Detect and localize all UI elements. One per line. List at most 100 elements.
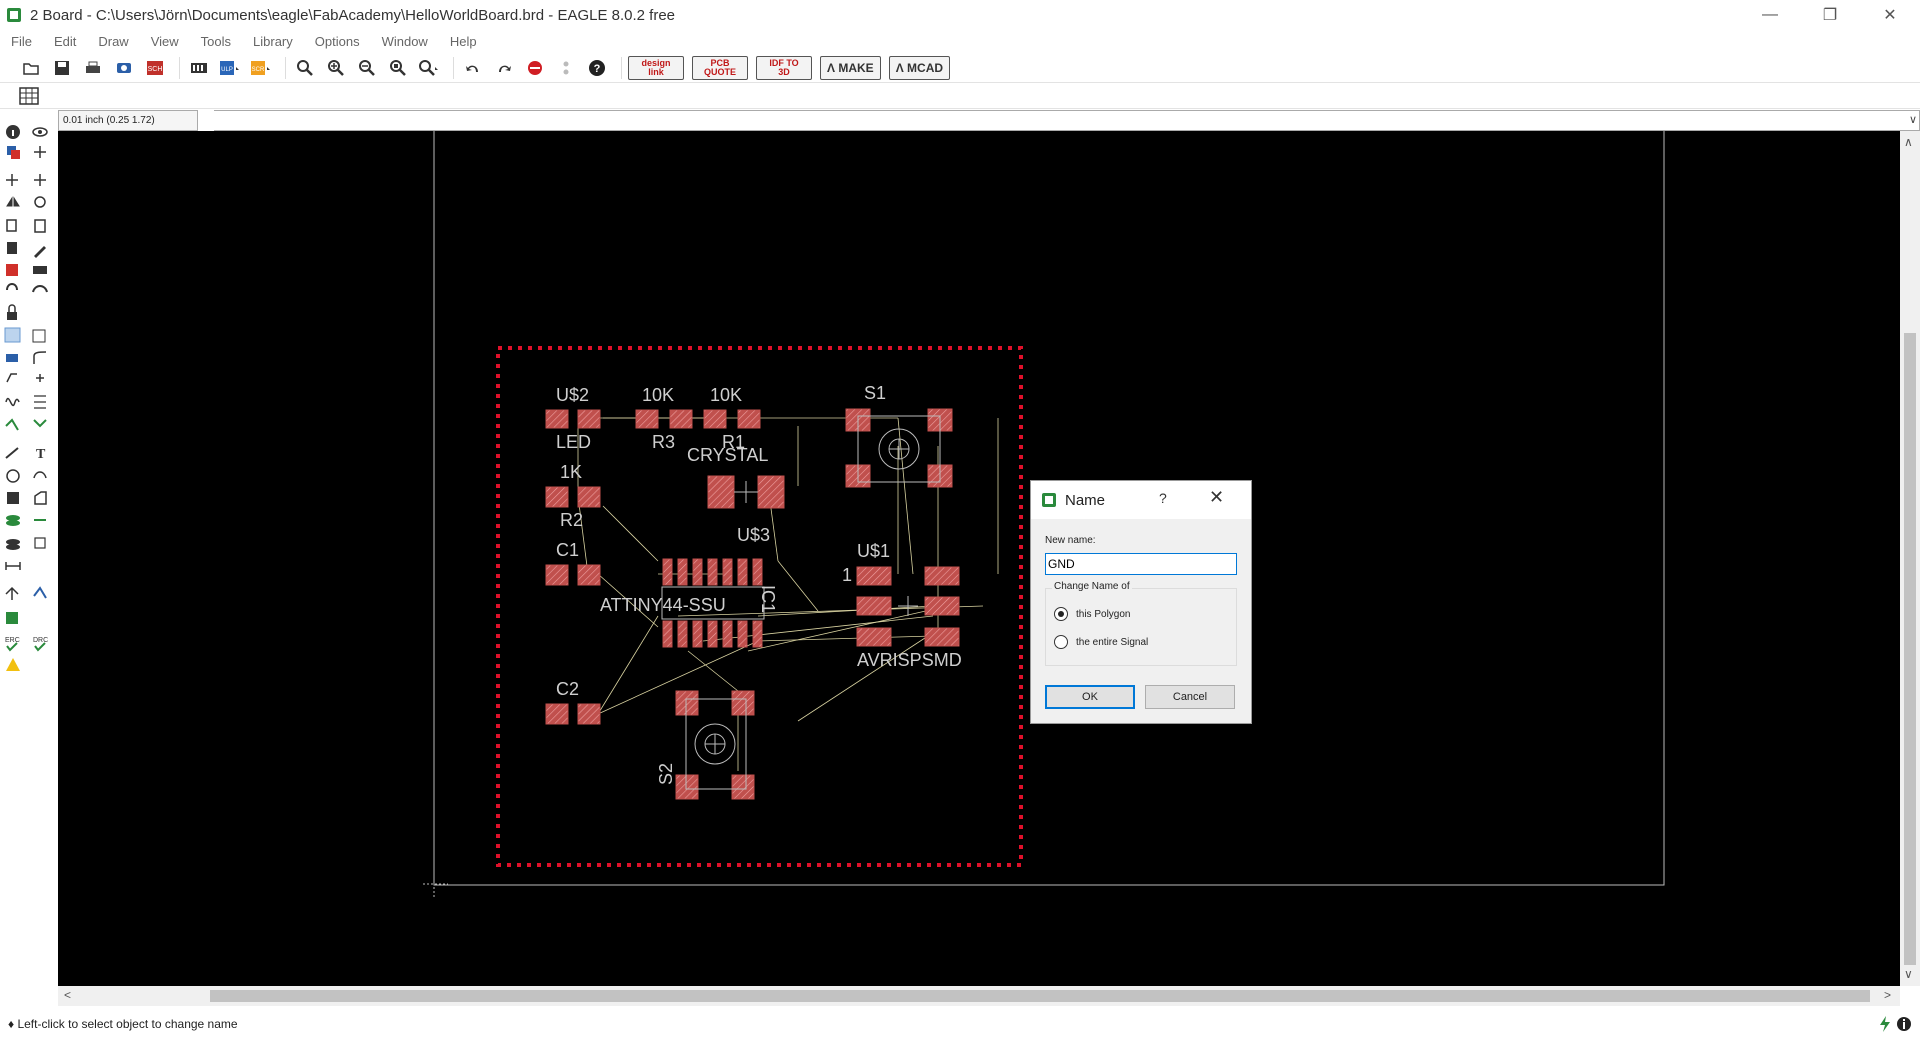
ok-button[interactable]: OK xyxy=(1045,685,1135,709)
add-icon xyxy=(6,264,18,276)
value-icon xyxy=(32,329,46,343)
stop-icon[interactable] xyxy=(522,56,548,80)
menu-tools[interactable]: Tools xyxy=(200,33,232,49)
zoom-last-icon[interactable] xyxy=(416,56,442,80)
pad xyxy=(675,774,699,800)
airwire xyxy=(577,495,589,575)
pad xyxy=(722,620,733,648)
label-c1: C1 xyxy=(556,540,579,560)
cancel-button[interactable]: Cancel xyxy=(1145,685,1235,709)
this-polygon-radio[interactable] xyxy=(1054,607,1068,621)
change-name-group-label: Change Name of xyxy=(1052,581,1132,592)
open-icon[interactable] xyxy=(18,56,44,80)
optimize-icon xyxy=(32,285,48,293)
chevron-down-icon[interactable]: ∨ xyxy=(1908,114,1917,126)
idf-to-3d-button[interactable]: IDF TO 3D xyxy=(756,55,812,80)
menu-library[interactable]: Library xyxy=(253,33,293,49)
menu-view[interactable]: View xyxy=(150,33,179,49)
zoom-select-icon[interactable] xyxy=(385,56,411,80)
print-icon[interactable] xyxy=(80,56,106,80)
menu-file[interactable]: File xyxy=(11,33,32,49)
make-button[interactable]: Λ MAKE xyxy=(820,55,881,80)
horizontal-scroll-thumb[interactable] xyxy=(210,990,1870,1002)
main-toolbar: SCH ULP SCR ? design link PCB QUOTE IDF … xyxy=(0,53,1920,83)
menu-window[interactable]: Window xyxy=(381,33,428,49)
ulp-icon[interactable]: ULP xyxy=(217,56,243,80)
pad xyxy=(737,558,748,586)
s2-body xyxy=(685,698,747,790)
board-icon[interactable] xyxy=(186,56,212,80)
menu-edit[interactable]: Edit xyxy=(53,33,77,49)
erc-check xyxy=(6,642,18,652)
vertical-scroll-thumb[interactable] xyxy=(1904,333,1916,965)
this-polygon-option[interactable]: this Polygon xyxy=(1054,607,1130,621)
save-icon[interactable] xyxy=(49,56,75,80)
entire-signal-radio[interactable] xyxy=(1054,635,1068,649)
drc-check xyxy=(34,642,46,652)
board-drawing[interactable]: U$2 LED 10K R3 10K R1 CRYSTAL U$3 1K R2 … xyxy=(58,131,1900,986)
pad xyxy=(677,620,688,648)
sch-icon[interactable]: SCH xyxy=(142,56,168,80)
airwire xyxy=(797,635,929,722)
toolbar-divider xyxy=(179,56,180,79)
polygon-icon xyxy=(34,491,47,505)
board-canvas[interactable]: U$2 LED 10K R3 10K R1 CRYSTAL U$3 1K R2 … xyxy=(58,131,1900,986)
design-link-button[interactable]: design link xyxy=(628,55,684,80)
pad xyxy=(677,558,688,586)
component-labels: U$2 LED 10K R3 10K R1 CRYSTAL U$3 1K R2 … xyxy=(556,383,962,785)
minimize-icon[interactable]: — xyxy=(1762,6,1778,23)
pcb-quote-button[interactable]: PCB QUOTE xyxy=(692,55,748,80)
vertical-scrollbar[interactable]: ∧ ∨ xyxy=(1900,131,1920,986)
menu-help[interactable]: Help xyxy=(449,33,477,49)
tool-palette-icons[interactable]: T ERC DRC xyxy=(0,120,58,840)
new-name-input[interactable]: GND xyxy=(1045,553,1237,575)
grid-icon[interactable] xyxy=(16,84,42,108)
pad xyxy=(924,566,960,586)
dialog-help-icon[interactable]: ? xyxy=(1159,490,1167,506)
mcad-button[interactable]: Λ MCAD xyxy=(888,55,951,80)
horizontal-scrollbar[interactable]: < > xyxy=(58,986,1900,1006)
restore-icon[interactable]: ❐ xyxy=(1822,7,1838,24)
pad xyxy=(692,558,703,586)
close-icon[interactable]: ✕ xyxy=(1883,7,1897,24)
zoom-out-icon[interactable] xyxy=(354,56,380,80)
command-line-input[interactable]: ∨ xyxy=(214,110,1920,131)
scroll-right-icon[interactable]: > xyxy=(1884,988,1892,1002)
label-ic1: IC1 xyxy=(758,585,778,613)
circle-icon xyxy=(6,469,20,483)
undo-icon[interactable] xyxy=(460,56,486,80)
scroll-left-icon[interactable]: < xyxy=(64,988,72,1002)
help-icon[interactable]: ? xyxy=(584,56,610,80)
menu-options[interactable]: Options xyxy=(314,33,360,49)
attribute-icon xyxy=(34,537,46,549)
script-icon[interactable]: SCR xyxy=(248,56,274,80)
miter-icon xyxy=(33,351,47,364)
pad xyxy=(737,409,761,429)
go-icon[interactable] xyxy=(553,56,579,80)
pad xyxy=(703,409,727,429)
zoom-fit-icon[interactable] xyxy=(292,56,318,80)
text-icon: T xyxy=(36,447,46,462)
entire-signal-option[interactable]: the entire Signal xyxy=(1054,635,1148,649)
redo-icon[interactable] xyxy=(491,56,517,80)
dialog-close-icon[interactable]: ✕ xyxy=(1209,487,1225,507)
window-title: 2 Board - C:\Users\Jörn\Documents\eagle\… xyxy=(30,6,676,24)
copy-icon xyxy=(6,219,17,232)
info-dot xyxy=(12,130,14,136)
airwire xyxy=(757,635,934,642)
cam-icon[interactable] xyxy=(111,56,137,80)
this-polygon-label: this Polygon xyxy=(1076,608,1131,620)
svg-text:?: ? xyxy=(594,63,601,75)
zoom-in-icon[interactable] xyxy=(323,56,349,80)
s2-button xyxy=(694,723,736,765)
drc-icon: DRC xyxy=(33,637,48,644)
gnd-polygon-outline xyxy=(496,346,1023,867)
info-status-icon[interactable] xyxy=(1896,1016,1912,1032)
menu-draw[interactable]: Draw xyxy=(98,33,129,49)
airwire xyxy=(757,605,934,617)
scroll-up-icon[interactable]: ∧ xyxy=(1904,135,1913,149)
ratsnest-icon xyxy=(5,586,19,600)
scroll-down-icon[interactable]: ∨ xyxy=(1904,967,1913,981)
pad xyxy=(662,620,673,648)
pads xyxy=(545,408,960,800)
